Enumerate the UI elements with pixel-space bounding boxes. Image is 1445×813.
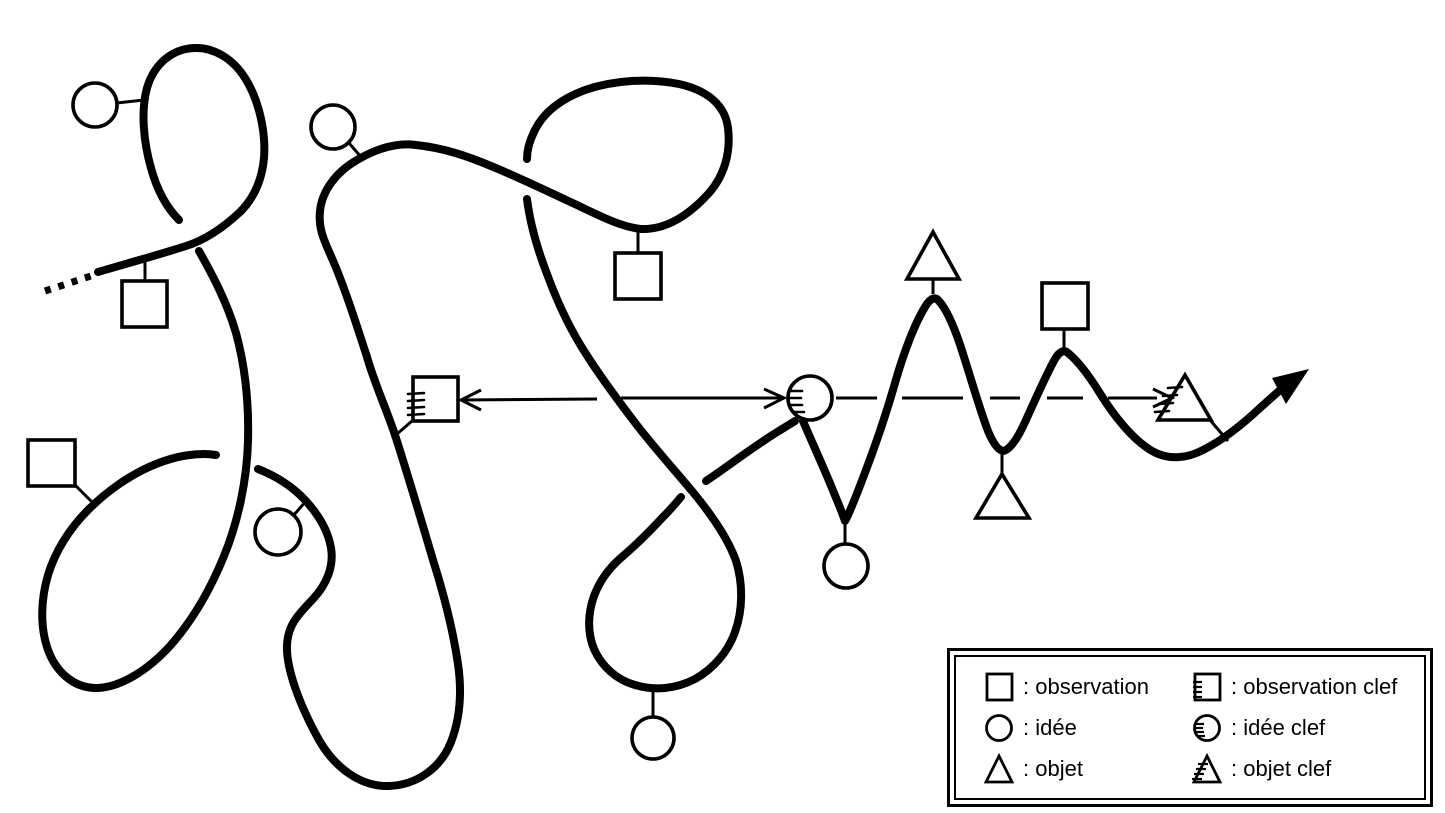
legend-inner-border: : observation : observation clef : idée: [954, 655, 1426, 800]
connector-idee-circle-1: [116, 98, 145, 105]
idee-clef-hatch: [786, 389, 806, 414]
path-end-arrowhead: [1272, 369, 1309, 404]
doodle-segment-wave-to-arrow: [799, 294, 1292, 525]
observation-square-4: [1040, 281, 1090, 331]
doodle-segment-descender-right-pouch: [523, 195, 746, 693]
circle-clef-icon: [1193, 713, 1221, 742]
connector-observation-square-2: [73, 483, 95, 505]
observation-clef-square-outline: [411, 375, 460, 423]
observation-square-2: [26, 438, 77, 488]
doodle-segment-start-teardrop: [94, 43, 269, 276]
dashed-arrow: [836, 387, 1176, 409]
idee-circle-3: [253, 507, 303, 557]
idee-clef-circle: [786, 374, 834, 422]
objet-clef-triangle: [1153, 371, 1215, 422]
circle-icon: [985, 713, 1013, 742]
doodle-segment-tail-and-oval: [38, 247, 253, 692]
legend-item-objet-clef: : objet clef: [1192, 752, 1424, 786]
observation-clef-hatch: [406, 391, 426, 417]
legend-label-objet: : objet: [1023, 755, 1083, 781]
legend-label-observation-clef: : observation clef: [1231, 673, 1398, 699]
legend-item-observation-clef: : observation clef: [1192, 670, 1424, 704]
triangle-icon: [984, 752, 1014, 783]
observation-square-1: [120, 279, 169, 329]
doodle-segment-pouch-hump-bigloop: [254, 76, 733, 791]
legend-item-observation: : observation: [984, 670, 1192, 704]
connector-idee-circle-3: [291, 500, 308, 517]
doodle-segment-rise-to-idee-clef: [702, 417, 799, 485]
observation-clef-square: [406, 375, 460, 423]
double-arrow-left-head: [457, 388, 482, 412]
legend-box: : observation : observation clef : idée: [947, 648, 1433, 807]
legend-item-objet: : objet: [984, 752, 1192, 786]
connector-idee-circle-2: [347, 142, 363, 158]
observation-square-3: [613, 251, 663, 301]
objet-triangle-1: [903, 228, 963, 281]
idee-circle-1: [71, 81, 119, 129]
legend-item-idee: : idée: [984, 711, 1192, 745]
objet-triangle-2: [972, 470, 1033, 520]
legend-label-observation: : observation: [1023, 673, 1149, 699]
legend-item-idee-clef: : idée clef: [1192, 711, 1424, 745]
symbol-connectors: [73, 98, 1230, 717]
idee-circle-4: [630, 715, 676, 761]
idee-circle-5: [822, 542, 870, 590]
connector-objet-clef-triangle: [1208, 419, 1230, 442]
objet-clef-triangle-outline: [1154, 371, 1215, 422]
dashed-arrow-head: [1152, 387, 1176, 409]
legend-label-objet-clef: : objet clef: [1231, 755, 1332, 781]
legend-label-idee-clef: : idée clef: [1231, 714, 1326, 740]
idee-circle-2: [309, 103, 357, 151]
connector-observation-clef-square: [396, 419, 413, 436]
double-arrow-shaft-left: [460, 397, 598, 402]
triangle-clef-icon: [1192, 752, 1222, 783]
double-arrow-right-head: [763, 387, 788, 410]
square-icon: [985, 672, 1014, 701]
legend-label-idee: : idée: [1023, 714, 1077, 740]
path-start-dotted-line: [43, 270, 99, 295]
double-headed-arrow: [457, 387, 788, 412]
square-clef-icon: [1193, 672, 1222, 701]
